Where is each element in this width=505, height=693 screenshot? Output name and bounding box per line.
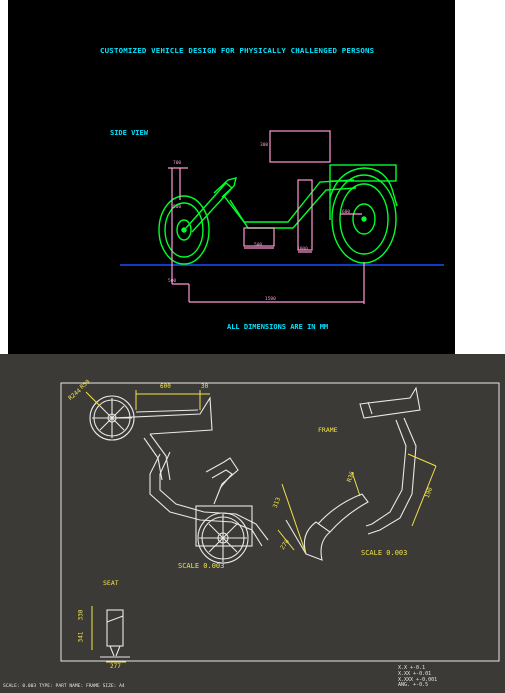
vehicle-frame — [185, 164, 397, 233]
dim-front-dia: 500 — [173, 205, 182, 210]
sheet-footer: SCALE: 0.003 TYPE: PART NAME: FRAME SIZE… — [3, 684, 125, 689]
sheet-border — [60, 382, 500, 662]
dim-axle: 500 — [168, 279, 177, 284]
side-view-svg — [120, 130, 444, 304]
tolerance-line: X.X +-0.1 — [398, 665, 426, 671]
tolerance-line: X.XX +-0.01 — [398, 670, 432, 677]
dimension-lines-yellow — [85, 390, 437, 663]
tolerance-line: X.XXX +-0.001 — [398, 676, 438, 683]
scale-label-right: SCALE 0.003 — [361, 549, 408, 557]
seat-detail — [100, 609, 130, 658]
dim-height: 700 — [173, 161, 182, 166]
dimension-lines — [168, 130, 365, 304]
seat-label: SEAT — [103, 579, 119, 587]
dim-600: 600 — [160, 383, 171, 390]
dim-277: 277 — [110, 663, 121, 670]
view-label: SIDE VIEW — [110, 129, 148, 137]
dim-341: 341 — [77, 631, 85, 643]
rear-wheel — [329, 167, 398, 264]
frame-sheet-svg — [60, 382, 500, 663]
right-frame-view — [285, 386, 421, 561]
side-view-drawing: CUSTOMIZED VEHICLE DESIGN FOR PHYSICALLY… — [8, 0, 455, 354]
frame-label: FRAME — [318, 426, 338, 434]
dim-330: 330 — [77, 609, 85, 621]
dim-seat-gap: 500 — [254, 243, 263, 248]
drawing-title: CUSTOMIZED VEHICLE DESIGN FOR PHYSICALLY… — [100, 46, 375, 55]
dim-base: 1000 — [297, 247, 308, 252]
left-frame-view — [89, 395, 269, 564]
dim-rear-dia: 600 — [342, 210, 351, 215]
frame-drawing-sheet: 600 30 R50 R244 313 270 R36 190 330 341 … — [0, 354, 505, 693]
dim-30: 30 — [201, 383, 209, 390]
dim-wheelbase: 1500 — [265, 297, 276, 302]
dim-box: 300 — [260, 143, 269, 148]
tolerance-line: ANG. +-0.5 — [398, 682, 429, 689]
scale-label-left: SCALE 0.003 — [178, 562, 225, 570]
tolerance-block: X.X +-0.1 X.XX +-0.01 X.XXX +-0.001 ANG.… — [398, 665, 438, 689]
front-wheel — [158, 195, 210, 265]
units-note: ALL DIMENSIONS ARE IN MM — [227, 323, 329, 331]
